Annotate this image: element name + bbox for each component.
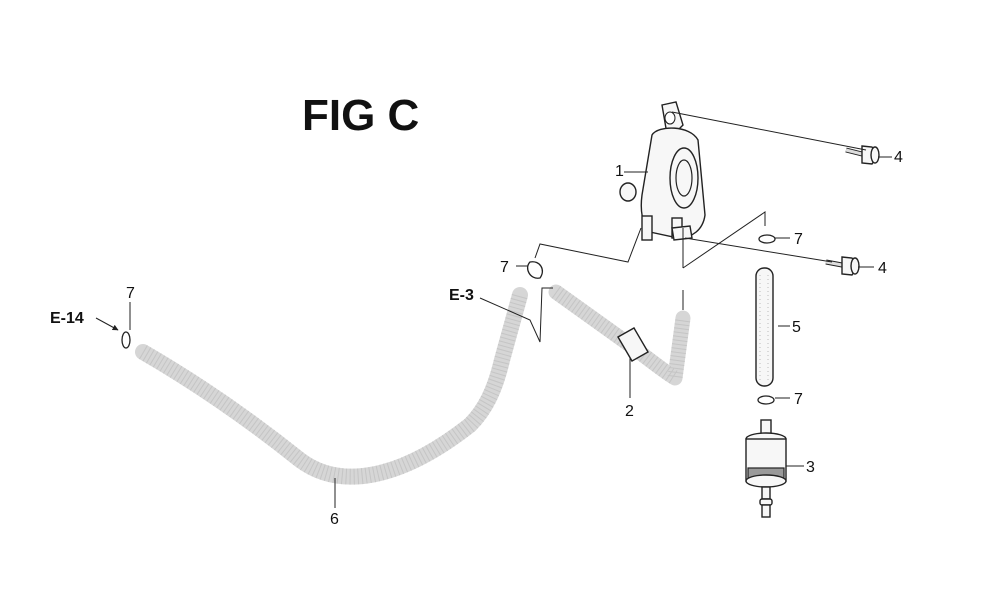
- clip-7-filter: [757, 395, 775, 405]
- bolt-4-upper: [845, 145, 880, 165]
- fuel-pump-1: [619, 101, 706, 241]
- leader-lines: [95, 111, 892, 508]
- callout-4-upper: 4: [894, 149, 903, 166]
- callout-3: 3: [806, 459, 815, 476]
- reference-e14: E-14: [50, 310, 84, 327]
- fuel-filter-3: [745, 419, 787, 518]
- callout-1: 1: [615, 163, 624, 180]
- callout-7-mid: 7: [500, 259, 509, 276]
- callout-7-filter: 7: [794, 391, 803, 408]
- reference-e3: E-3: [449, 287, 474, 304]
- callout-2: 2: [625, 403, 634, 420]
- clip-7-left: [121, 331, 131, 349]
- callout-4-lower: 4: [878, 260, 887, 277]
- fuel-hose-6: [135, 287, 528, 485]
- bolt-4-lower: [825, 256, 860, 276]
- fuel-hose-5: [755, 267, 774, 387]
- figure-title: FIG C: [302, 91, 419, 140]
- callout-7-left: 7: [126, 285, 135, 302]
- fuel-hose-2: [548, 284, 691, 391]
- callout-7-pump: 7: [794, 231, 803, 248]
- clip-7-upper-mid: [526, 261, 544, 279]
- callout-5: 5: [792, 319, 801, 336]
- clip-7-pump: [758, 234, 776, 244]
- callout-6: 6: [330, 511, 339, 528]
